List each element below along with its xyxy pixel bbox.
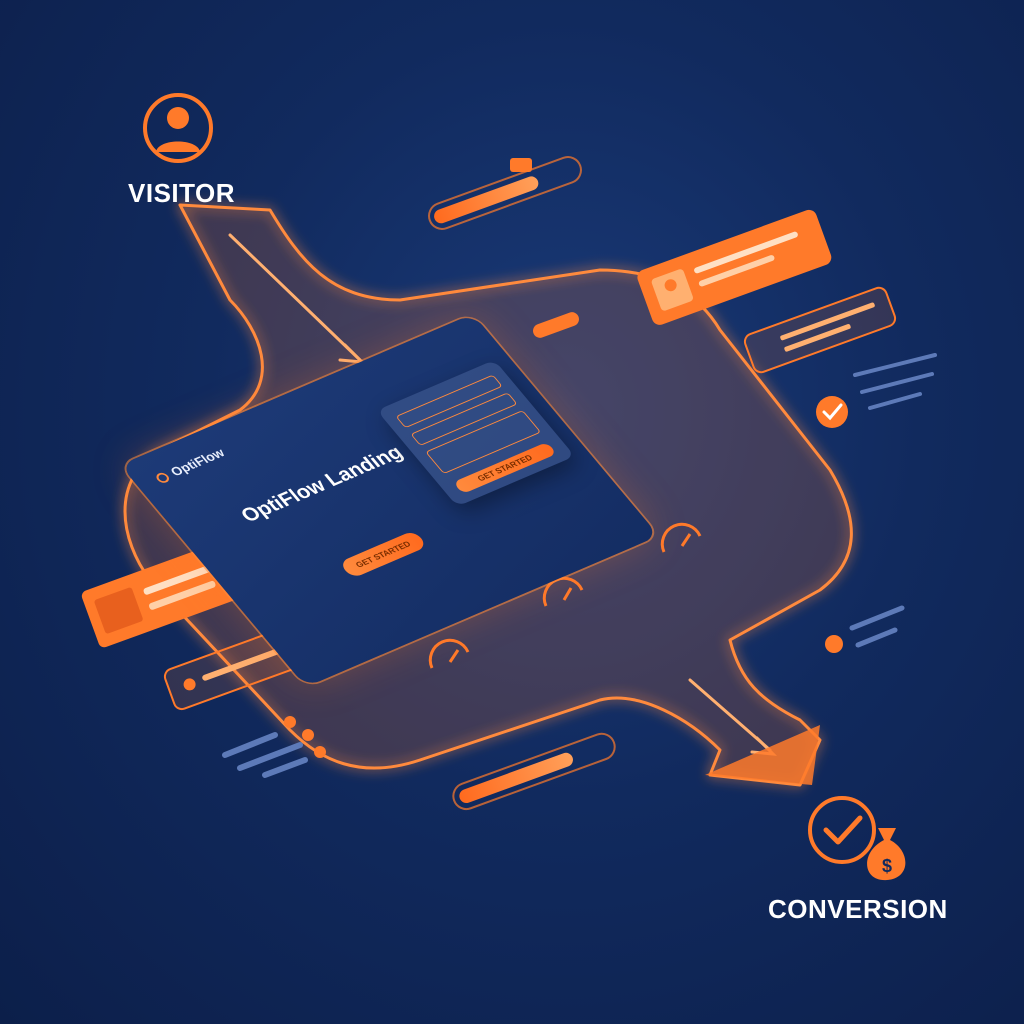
user-circle-icon: [143, 93, 213, 163]
decorative-lines-lower-right: [825, 605, 905, 653]
check-circle-icon: [808, 796, 876, 864]
page-title: OptiFlow Landing: [235, 441, 408, 527]
page-logo: OptiFlow: [152, 445, 227, 485]
gauge-icon: [660, 522, 702, 553]
logo-text: OptiFlow: [167, 445, 228, 479]
conversion-label: CONVERSION: [768, 894, 948, 924]
gauge-icon: [428, 638, 470, 669]
nav-pill: [533, 312, 579, 338]
decorative-lines-left: [222, 716, 326, 778]
progress-bar-top: [428, 156, 582, 230]
svg-text:$: $: [882, 856, 892, 876]
conversion-arrowhead: [705, 725, 820, 785]
profile-card: [637, 209, 832, 325]
logo-mark-icon: [153, 471, 172, 485]
hero-cta-button[interactable]: GET STARTED: [338, 530, 428, 579]
money-bag-icon: $: [867, 828, 906, 881]
message-card: [743, 286, 897, 374]
decorative-lines-right: [853, 353, 937, 410]
check-badge: [816, 396, 848, 428]
gauge-icon: [542, 576, 584, 607]
visitor-label: VISITOR: [128, 178, 236, 208]
progress-bar-bottom: [452, 732, 616, 811]
